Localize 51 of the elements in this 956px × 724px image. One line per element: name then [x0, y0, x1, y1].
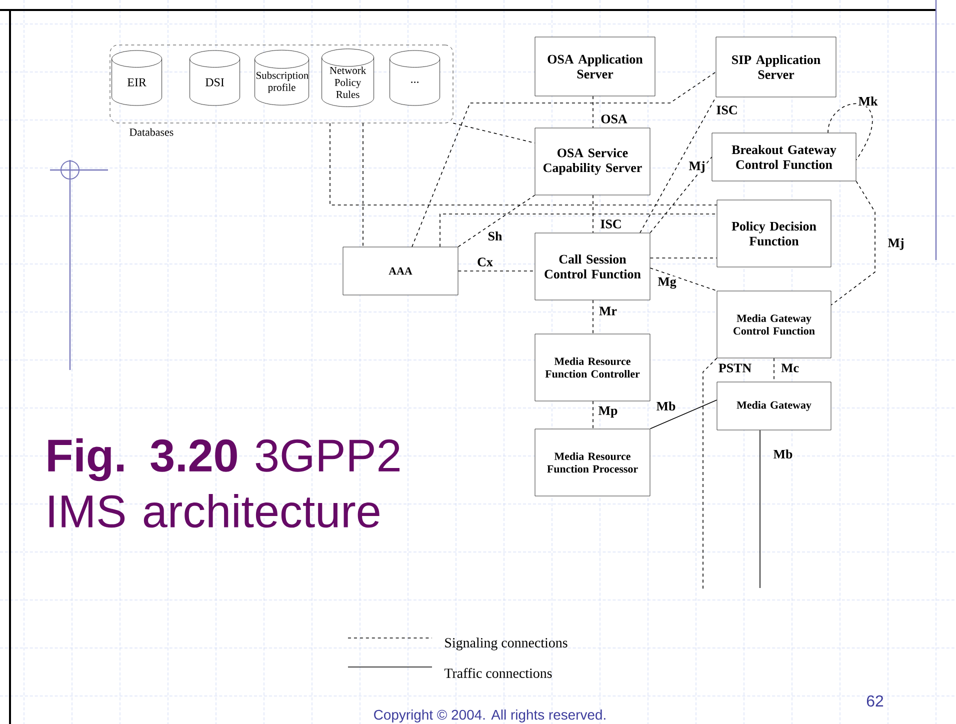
function-box: SIP Application Server [716, 36, 836, 98]
function-box: Media Resource Function Processor [534, 428, 650, 496]
edge-label: Mr [598, 306, 618, 316]
edge-label: PSTN [717, 362, 753, 374]
connection-line [592, 194, 594, 234]
legend-text: Signaling connections [445, 638, 568, 650]
edge-label: ISC [715, 104, 739, 116]
connection-line [330, 122, 718, 206]
database-cylinder: Network Policy Rules [322, 48, 374, 107]
edge-label: Mg [656, 276, 678, 290]
page-number: 62 [866, 695, 884, 707]
function-box: Media Resource Function Controller [534, 334, 650, 402]
function-box: Policy Decision Function [716, 200, 832, 268]
figure-title: Fig. 3.20 3GPP2 IMS architecture [48, 438, 400, 528]
edge-label: Mc [780, 362, 800, 374]
node-label: Databases [130, 128, 174, 136]
edge-label: Mj [688, 160, 706, 174]
function-box: OSA Application Server [534, 36, 656, 96]
connection-line [702, 358, 718, 590]
connection-line [650, 268, 718, 292]
database-cylinder: DSI [190, 50, 240, 106]
connection-line [440, 214, 718, 248]
legend-text: Traffic connections [444, 668, 552, 678]
connection-line [592, 300, 594, 334]
connection-line [592, 96, 594, 128]
edge-label: Cx [476, 256, 494, 268]
edge-label: Mj [886, 237, 906, 251]
function-box: Breakout Gateway Control Function [712, 132, 856, 182]
connection-line [650, 400, 718, 430]
function-box: Media Gateway [716, 382, 832, 430]
function-box: Media Gateway Control Function [716, 290, 832, 358]
function-box: AAA [342, 246, 458, 296]
database-cylinder: Subscription profile [254, 50, 309, 106]
connection-line [412, 72, 716, 248]
edge-label: ISC [599, 218, 623, 230]
function-box: Call Session Control Function [534, 232, 650, 300]
connection-line [458, 194, 536, 248]
function-box: OSA Service Capability Server [534, 128, 650, 196]
database-cylinder: ... [390, 50, 440, 106]
copyright-notice: Copyright © 2004. All rights reserved. [374, 710, 606, 722]
connection-line [458, 270, 536, 272]
edge-label: OSA [600, 114, 628, 124]
edge-label: Mk [857, 96, 879, 106]
connection-line [640, 96, 716, 234]
connection-line [362, 122, 364, 248]
connection-line [452, 122, 536, 144]
database-cylinder: EIR [112, 50, 162, 106]
connection-line [650, 156, 712, 234]
connection-line [828, 103, 873, 160]
connection-line [592, 400, 594, 430]
connection-line [830, 180, 876, 306]
